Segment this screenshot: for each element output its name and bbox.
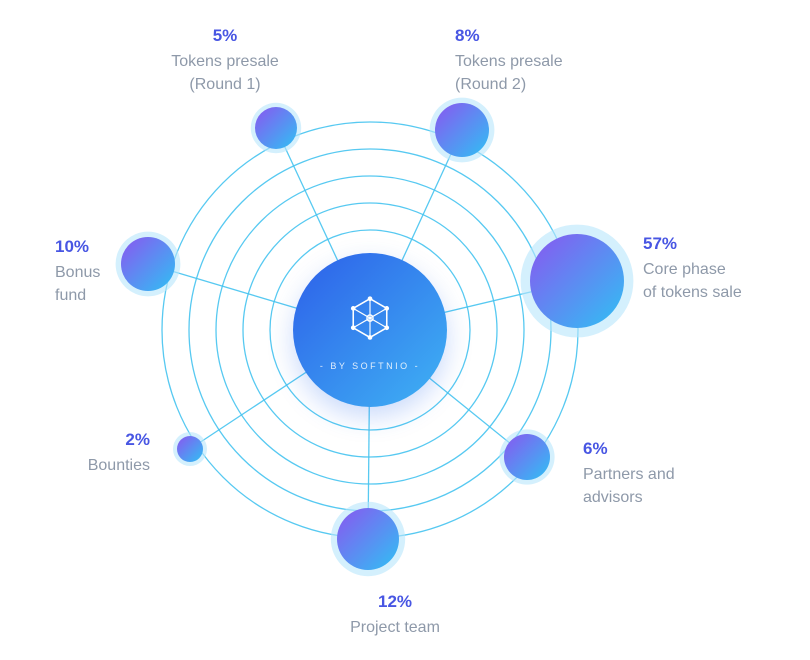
bubble-label-line: advisors	[583, 489, 643, 506]
label-bonus-fund: 10% Bonus fund	[55, 235, 100, 307]
label-bounties: 2% Bounties	[88, 428, 150, 477]
bubble-6%	[504, 434, 550, 480]
brand-label: - BY SOFTNIO -	[319, 361, 421, 371]
orbit-ring	[215, 175, 525, 485]
bubble-percent: 2%	[125, 430, 150, 449]
bubble-12%	[337, 508, 399, 570]
label-core-phase: 57% Core phase of tokens sale	[643, 232, 742, 304]
bubble-label-line: (Round 1)	[189, 76, 261, 93]
bubble-percent: 10%	[55, 237, 90, 256]
hexagon-network-icon	[350, 296, 390, 340]
bubble-label-line: Bonus	[55, 264, 101, 281]
bubble-percent: 5%	[212, 26, 238, 45]
bubble-label-line: Tokens presale	[171, 53, 279, 70]
label-partners-advisors: 6% Partners and advisors	[583, 437, 675, 509]
bubble-label-line: fund	[55, 287, 87, 304]
bubble-label-line: Tokens presale	[455, 53, 563, 70]
bubble-5%	[255, 107, 297, 149]
bubble-percent: 8%	[455, 26, 480, 45]
label-project-team: 12% Project team	[300, 590, 490, 639]
bubble-label-line: Core phase	[643, 261, 726, 278]
bubble-label-line: Bounties	[87, 457, 150, 474]
bubble-8%	[435, 103, 489, 157]
orbit-ring	[242, 202, 498, 458]
orbit-ring	[269, 229, 471, 431]
bubble-percent: 57%	[643, 234, 678, 253]
center-circle: - BY SOFTNIO -	[293, 253, 447, 407]
label-tokens-presale-round1: 5% Tokens presale (Round 1)	[140, 24, 310, 96]
label-tokens-presale-round2: 8% Tokens presale (Round 2)	[455, 24, 563, 96]
bubble-percent: 6%	[583, 439, 608, 458]
bubble-57%	[530, 234, 624, 328]
bubble-label-line: Partners and	[583, 466, 675, 483]
bubble-percent: 12%	[377, 592, 413, 611]
bubble-10%	[121, 237, 175, 291]
bubble-label-line: of tokens sale	[643, 284, 742, 301]
bubble-label-line: (Round 2)	[455, 76, 527, 93]
bubble-2%	[177, 436, 203, 462]
bubble-label-line: Project team	[350, 619, 440, 636]
